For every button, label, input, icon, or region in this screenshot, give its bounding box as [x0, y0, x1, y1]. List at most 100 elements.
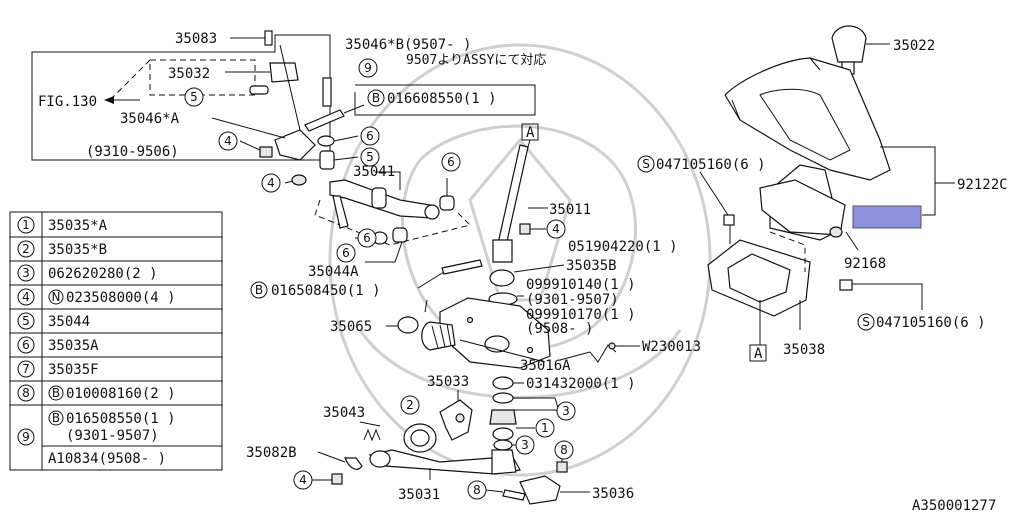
svg-text:062620280(2 ): 062620280(2 ) — [48, 266, 158, 282]
label-35031: 35031 — [398, 487, 440, 503]
svg-text:B: B — [52, 386, 60, 400]
legend-row-8: 8 B 010008160(2 ) — [17, 384, 176, 402]
lever-35032 — [269, 62, 299, 83]
label-range-9301: (9301-9507) — [526, 292, 619, 308]
label-s047105160-bottom: 047105160(6 ) — [876, 315, 986, 331]
callout-5-mid: 5 — [360, 147, 380, 167]
svg-text:9: 9 — [22, 430, 30, 444]
bolt-b016508450 — [417, 259, 483, 289]
svg-text:B: B — [255, 283, 263, 297]
prefix-s-top: S — [637, 155, 655, 173]
label-35082b: 35082B — [246, 445, 297, 461]
legend-row-6: 6 35035A — [17, 336, 99, 354]
linkage-35041 — [314, 171, 471, 246]
label-range-9508: (9508- ) — [526, 321, 593, 337]
callout-9-top: 9 — [358, 58, 378, 78]
callout-8-a: 8 — [554, 440, 574, 460]
lever-35031 — [368, 449, 521, 480]
screws-right — [699, 171, 923, 310]
svg-text:7: 7 — [22, 362, 30, 376]
label-051904220: 051904220(1 ) — [568, 239, 678, 255]
cup-2 — [403, 423, 437, 453]
callout-4-mid: 4 — [261, 173, 281, 193]
svg-text:6: 6 — [342, 246, 350, 260]
svg-text:023508000(4 ): 023508000(4 ) — [66, 290, 176, 306]
callout-4-upper: 4 — [218, 131, 238, 151]
callout-4-low: 4 — [293, 470, 313, 490]
label-35016a: 35016A — [520, 358, 571, 374]
svg-text:6: 6 — [22, 338, 30, 352]
label-35022: 35022 — [893, 38, 935, 54]
svg-text:(9301-9507): (9301-9507) — [66, 428, 159, 444]
lower-washer-stack — [489, 376, 563, 451]
label-b016608550: 016608550(1 ) — [387, 91, 497, 107]
nut-4 — [259, 146, 273, 158]
arm-35046a — [274, 129, 316, 161]
bushing-5 — [249, 85, 269, 95]
highlight-92122c — [852, 205, 922, 229]
legend-row-2: 2 35035*B — [17, 240, 107, 258]
svg-text:8: 8 — [560, 443, 568, 457]
svg-text:6: 6 — [363, 231, 371, 245]
callout-1: 1 — [535, 418, 555, 438]
svg-text:4: 4 — [299, 473, 307, 487]
part-labels: 35083 35046*B(9507- ) 9507よりASSYにて対応 350… — [38, 31, 1008, 512]
label-35046b: 35046*B(9507- ) — [345, 37, 471, 53]
prefix-b-016508450: B — [250, 281, 268, 299]
callout-6-b: 6 — [441, 152, 461, 172]
label-35036: 35036 — [592, 486, 634, 502]
svg-text:5: 5 — [366, 150, 374, 164]
pin-35083 — [264, 30, 273, 46]
callout-2: 2 — [400, 395, 420, 415]
legend-row-5: 5 35044 — [17, 312, 90, 330]
callout-5-upper: 5 — [184, 87, 204, 107]
svg-text:S: S — [862, 315, 870, 329]
label-35046b-note: 9507よりASSYにて対応 — [406, 53, 546, 68]
svg-text:B: B — [52, 411, 60, 425]
label-35041: 35041 — [353, 164, 395, 180]
legend-table: 1 35035*A 2 35035*B 3 062620280(2 ) 4 N … — [9, 211, 223, 471]
clip-35082b — [312, 451, 363, 485]
spring-35043 — [359, 421, 381, 442]
svg-text:4: 4 — [267, 176, 275, 190]
svg-text:010008160(2 ): 010008160(2 ) — [66, 386, 176, 402]
callout-6-d: 6 — [336, 243, 356, 263]
label-fig130: FIG.130 — [38, 94, 97, 110]
console-92122c — [724, 57, 955, 216]
svg-text:4: 4 — [224, 134, 232, 148]
svg-text:35044: 35044 — [48, 314, 90, 330]
svg-text:6: 6 — [447, 155, 455, 169]
svg-text:3: 3 — [521, 438, 529, 452]
svg-text:35035A: 35035A — [48, 338, 99, 354]
bracket-35033 — [439, 390, 473, 441]
label-box-a-top: A — [526, 125, 535, 141]
prefix-s-bottom: S — [857, 313, 875, 331]
callout-3-a: 3 — [556, 401, 576, 421]
svg-text:35035F: 35035F — [48, 362, 99, 378]
callout-4-rod: 4 — [546, 219, 566, 239]
label-35035b: 35035B — [566, 258, 617, 274]
callout-circles: 9 5 4 6 5 4 6 6 6 4 3 1 3 2 4 8 8 — [184, 58, 576, 500]
svg-text:35035*B: 35035*B — [48, 242, 107, 258]
bolt-9 — [322, 77, 332, 107]
legend-row-3: 3 062620280(2 ) — [17, 264, 158, 282]
svg-text:8: 8 — [473, 483, 481, 497]
label-099910140: 099910140(1 ) — [526, 277, 636, 293]
svg-text:S: S — [642, 157, 650, 171]
svg-text:4: 4 — [552, 222, 560, 236]
label-s047105160-top: 047105160(6 ) — [656, 157, 766, 173]
svg-text:5: 5 — [22, 314, 30, 328]
label-099910170: 099910170(1 ) — [526, 307, 636, 323]
label-031432000: 031432000(1 ) — [526, 376, 636, 392]
bushings-35044a — [332, 195, 408, 263]
svg-text:4: 4 — [22, 290, 30, 304]
label-range-9310: (9310-9506) — [86, 144, 179, 160]
callout-3-b: 3 — [515, 435, 535, 455]
bracket-35036 — [485, 458, 590, 505]
prefix-circles: B B S S — [250, 89, 875, 331]
base-plate-35038 — [707, 231, 811, 362]
prefix-b-016608550: B — [367, 89, 385, 107]
label-35032: 35032 — [168, 66, 210, 82]
